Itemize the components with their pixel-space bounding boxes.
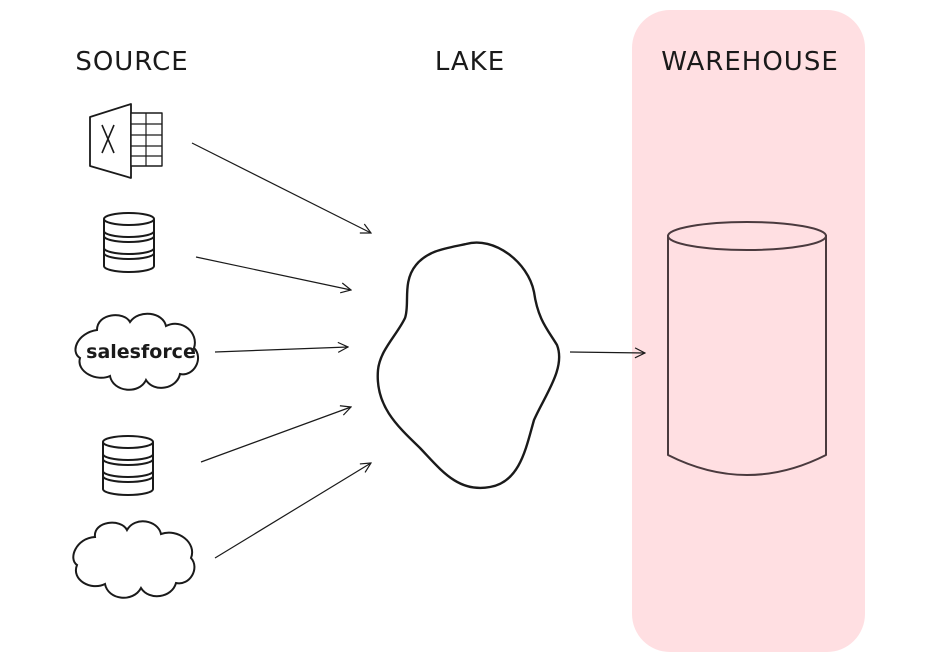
warehouse-cylinder-icon [667, 221, 827, 476]
flow-arrow [200, 407, 351, 463]
excel-icon [89, 103, 163, 179]
salesforce-cloud-icon: salesforce [74, 312, 199, 391]
flow-arrow [195, 256, 351, 290]
flow-arrow [191, 142, 371, 233]
database-icon [103, 212, 155, 273]
flow-arrow [214, 463, 371, 559]
lake-blob-icon [376, 241, 561, 490]
source-column-title: SOURCE [75, 47, 189, 77]
flow-arrow [214, 347, 348, 352]
database-icon [102, 435, 154, 496]
cloud-icon [72, 520, 196, 599]
flow-arrow [569, 352, 645, 353]
salesforce-label: salesforce [86, 341, 196, 363]
lake-column-title: LAKE [434, 47, 506, 77]
warehouse-column-title: WAREHOUSE [661, 47, 839, 77]
